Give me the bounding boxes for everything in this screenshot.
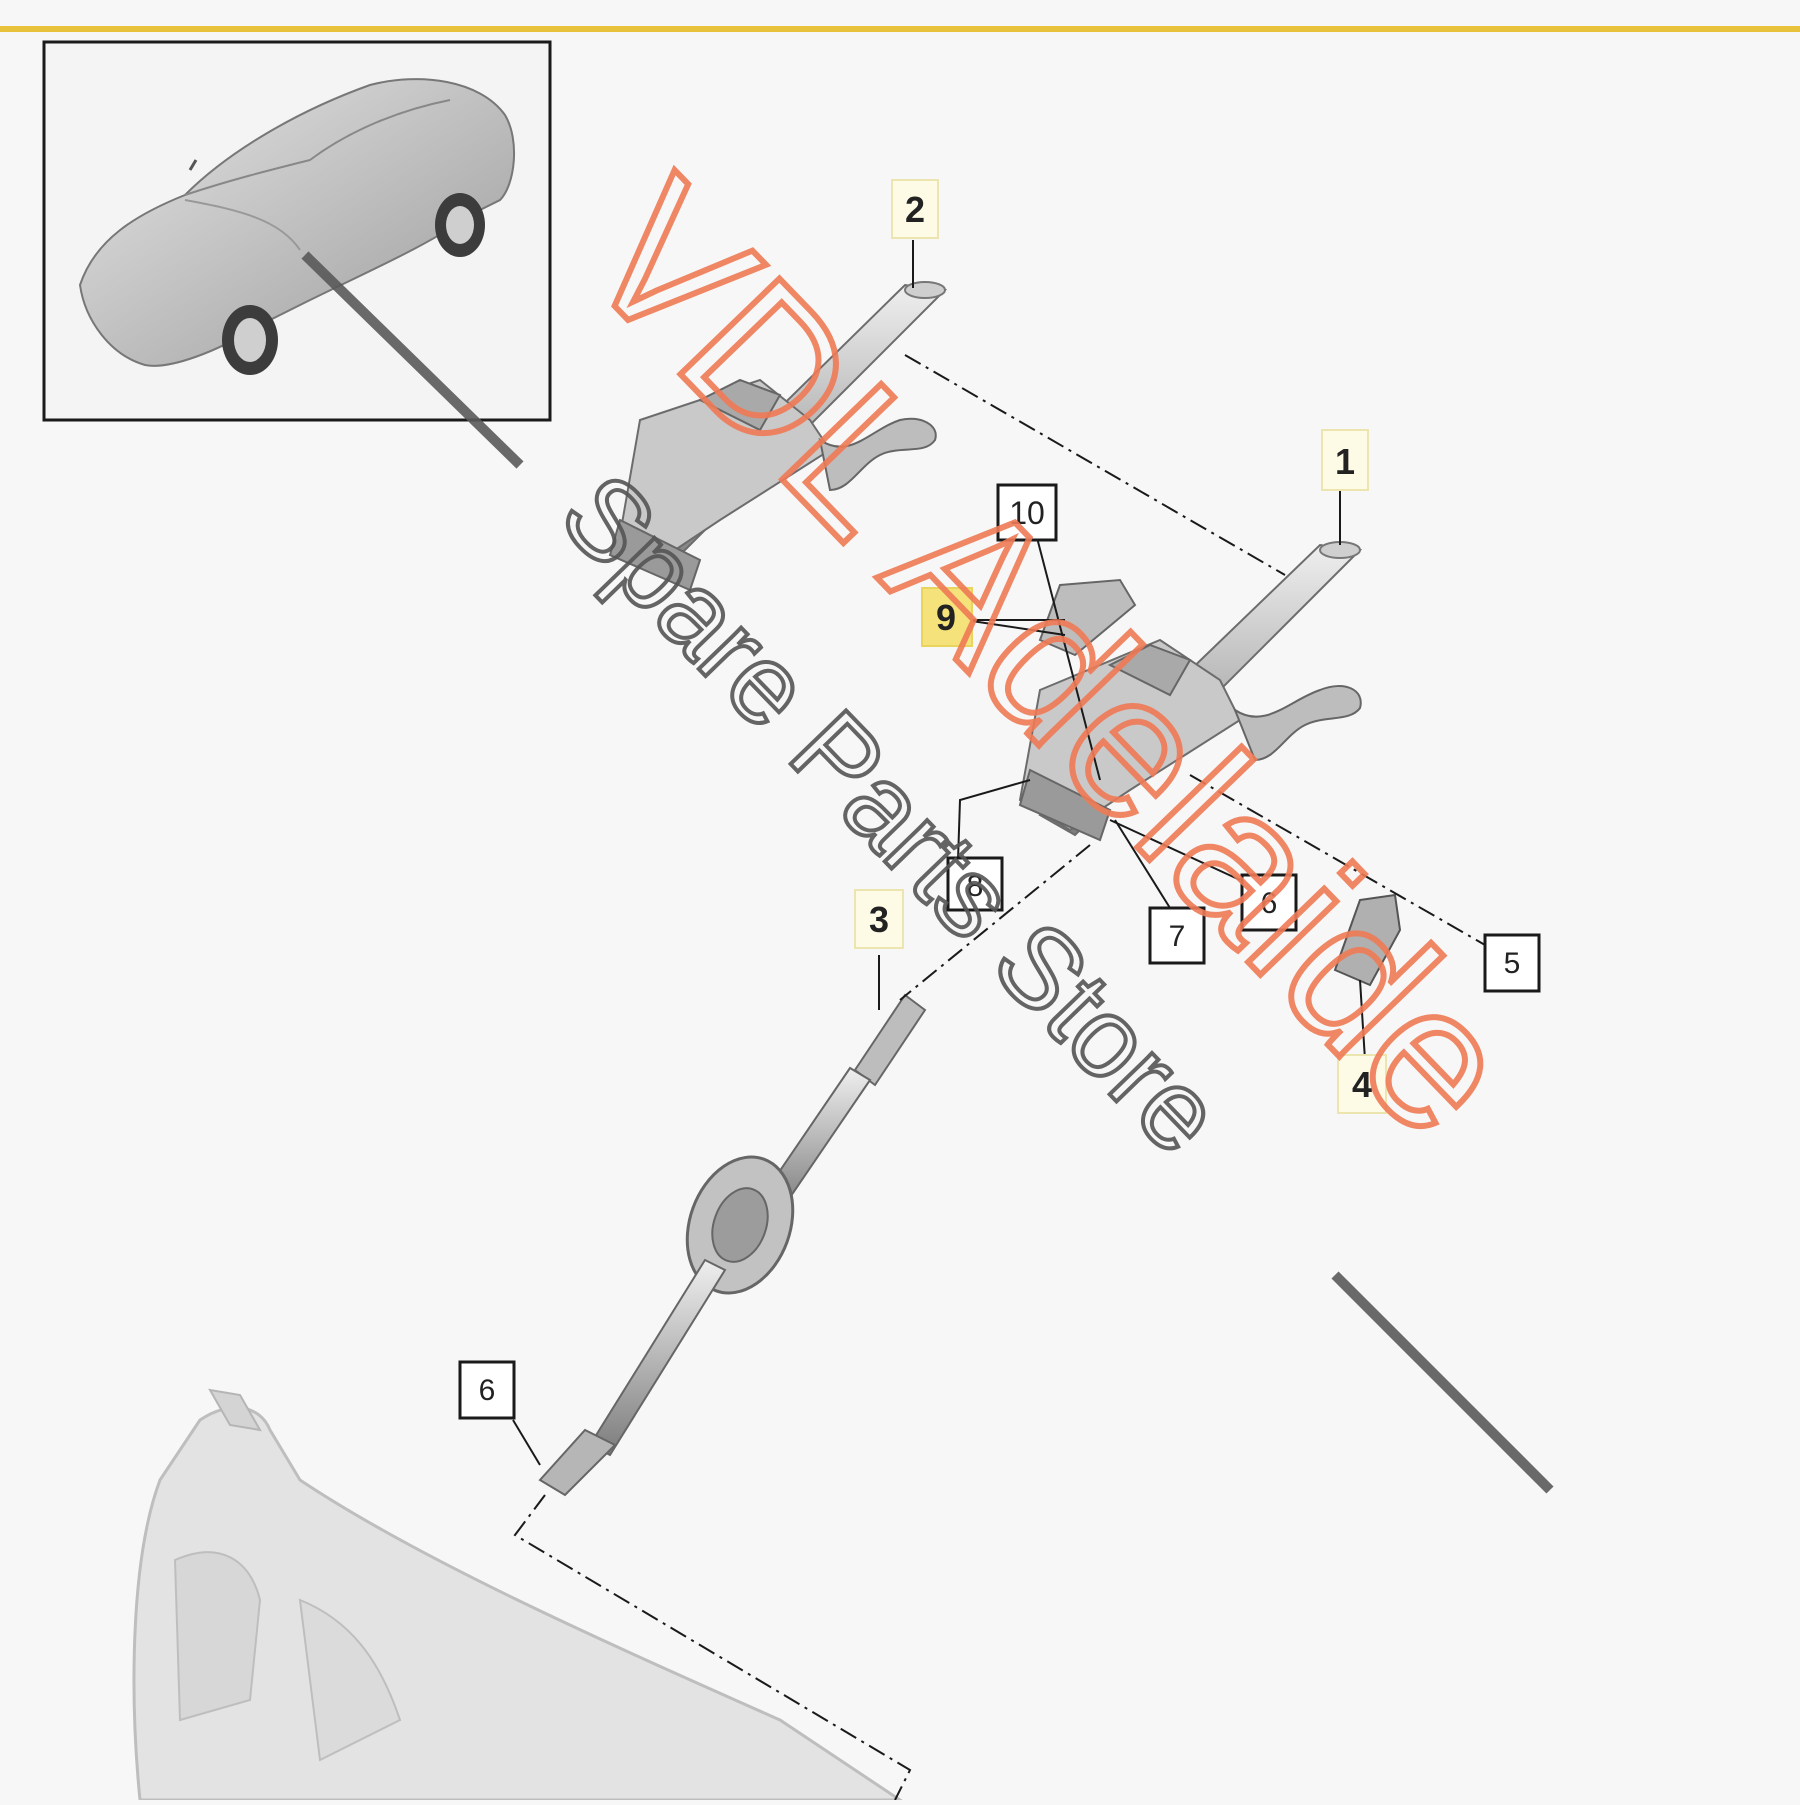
callout-9: 9 xyxy=(921,587,973,647)
svg-text:10: 10 xyxy=(1009,495,1045,531)
watermark-bars xyxy=(301,251,1554,1494)
callout-3: 3 xyxy=(854,889,904,949)
svg-text:3: 3 xyxy=(869,899,889,940)
steering-shaft-icon xyxy=(538,993,927,1497)
callout-8: 8 xyxy=(946,856,1004,912)
car-thumbnail-icon xyxy=(42,40,552,422)
svg-text:8: 8 xyxy=(967,870,984,903)
svg-text:6: 6 xyxy=(1261,887,1278,920)
callout-4: 4 xyxy=(1337,1054,1387,1114)
callout-6-lower: 6 xyxy=(458,1360,516,1420)
svg-text:2: 2 xyxy=(905,189,925,230)
steering-column-icon xyxy=(608,281,948,592)
bulkhead-icon xyxy=(132,1388,905,1802)
connection-lines xyxy=(513,354,1486,1801)
svg-text:7: 7 xyxy=(1169,920,1186,953)
callout-10: 10 xyxy=(996,483,1058,542)
svg-text:6: 6 xyxy=(479,1374,496,1407)
callout-5: 5 xyxy=(1483,933,1541,993)
callout-1: 1 xyxy=(1321,429,1369,491)
leader-lines xyxy=(512,240,1366,1466)
watermark: VDL Adelaide Spare Parts Store xyxy=(536,137,1561,1182)
svg-text:4: 4 xyxy=(1352,1064,1372,1105)
svg-text:9: 9 xyxy=(936,597,956,638)
callout-6-upper: 6 xyxy=(1240,873,1298,932)
top-accent-bar xyxy=(0,26,1800,32)
svg-text:1: 1 xyxy=(1335,441,1355,482)
svg-text:5: 5 xyxy=(1504,947,1521,980)
callout-2: 2 xyxy=(891,179,939,239)
callout-7: 7 xyxy=(1148,906,1206,965)
